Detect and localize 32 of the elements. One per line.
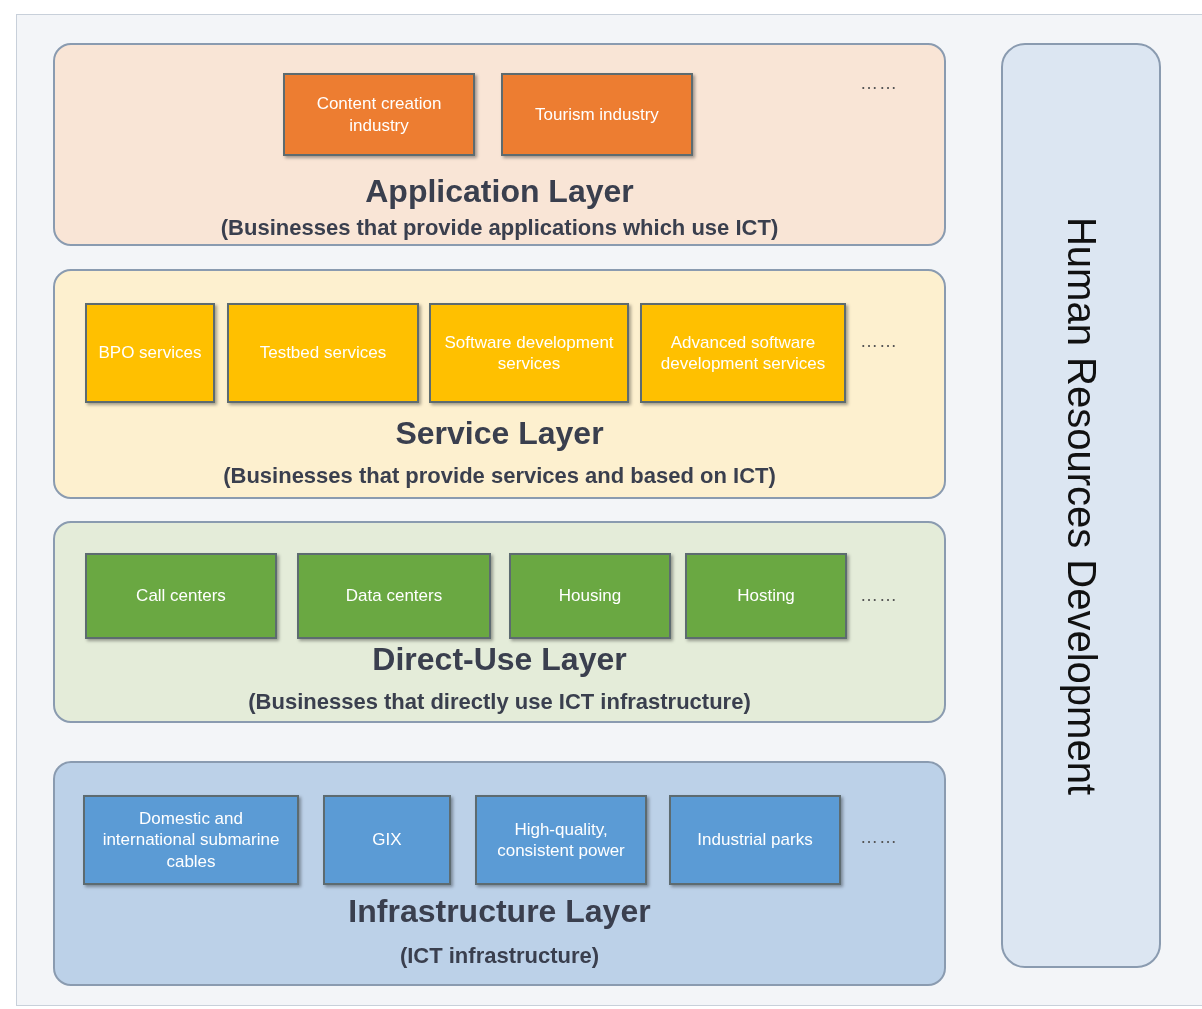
layer-panel [53, 43, 946, 246]
layer-title: Service Layer [394, 415, 605, 452]
industry-box: Housing [509, 553, 671, 639]
industry-box: Hosting [685, 553, 847, 639]
ellipsis-text: …… [860, 827, 898, 848]
industry-box: Content creation industry [283, 73, 475, 156]
layer-subtitle: (Businesses that provide services and based on ICT) [222, 463, 777, 489]
layer-title: Direct-Use Layer [371, 641, 628, 678]
industry-box: Industrial parks [669, 795, 841, 885]
industry-box: Call centers [85, 553, 277, 639]
industry-box: GIX [323, 795, 451, 885]
industry-box: Tourism industry [501, 73, 693, 156]
layer-subtitle: (Businesses that provide applications which use ICT) [219, 215, 780, 241]
industry-box: Testbed services [227, 303, 419, 403]
layer-title: Application Layer [364, 173, 635, 210]
layer-panel [53, 761, 946, 986]
side-panel [1001, 43, 1161, 968]
layer-subtitle: (Businesses that directly use ICT infrastructure) [247, 689, 752, 715]
layer-panel [53, 521, 946, 723]
layer-subtitle: (ICT infrastructure) [398, 943, 601, 969]
ellipsis-text: …… [860, 585, 898, 606]
industry-box: High-quality, consistent power [475, 795, 647, 885]
industry-box: BPO services [85, 303, 215, 403]
industry-box: Software development services [429, 303, 629, 403]
industry-box: Advanced software development services [640, 303, 846, 403]
ellipsis-text: …… [860, 73, 898, 94]
ellipsis-text: …… [860, 331, 898, 352]
layer-title: Infrastructure Layer [347, 893, 652, 930]
layer-panel [53, 269, 946, 499]
side-panel-title: Human Resources Development [1058, 216, 1104, 795]
industry-box: Data centers [297, 553, 491, 639]
industry-box: Domestic and international submarine cables [83, 795, 299, 885]
